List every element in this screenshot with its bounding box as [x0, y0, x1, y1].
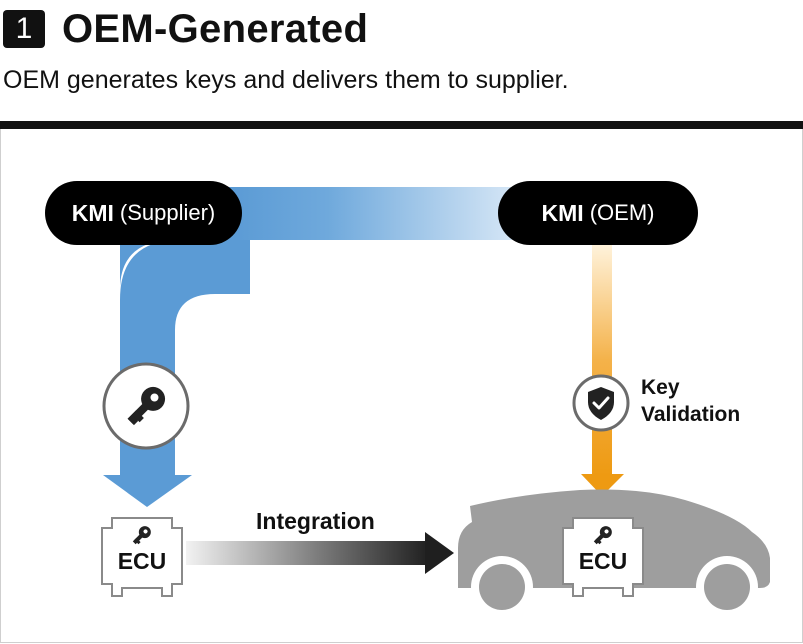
ecu-vehicle-label: ECU: [578, 548, 628, 574]
ecu-vehicle-key-icon: [593, 526, 612, 545]
key-badge: [102, 362, 190, 450]
step-number-badge: 1: [3, 10, 45, 48]
integration-arrow-shaft: [186, 541, 430, 565]
kmi-oem-node: KMI (OEM): [498, 181, 698, 245]
key-validation-line2: Validation: [641, 403, 741, 426]
kmi-supplier-strong: KMI: [71, 199, 114, 226]
validation-badge: [572, 374, 630, 432]
car-wheel-front: [471, 556, 533, 618]
ecu-chip-vehicle: [562, 517, 644, 597]
key-validation-label: Key Validation: [641, 374, 771, 428]
integration-arrow-head: [425, 532, 454, 574]
page-title: OEM-Generated: [62, 7, 369, 51]
ecu-left-label: ECU: [117, 548, 167, 574]
blue-arrow-head: [103, 475, 192, 507]
orange-arrow-head: [581, 474, 624, 496]
kmi-supplier-qualifier: (Supplier): [119, 200, 216, 225]
key-icon: [127, 386, 166, 426]
shield-check-icon: [588, 387, 614, 420]
orange-flow: [592, 244, 612, 476]
integration-label: Integration: [256, 508, 375, 534]
page-subtitle: OEM generates keys and delivers them to …: [3, 66, 569, 94]
kmi-oem-strong: KMI: [541, 199, 584, 226]
car-wheel-rear: [696, 556, 758, 618]
header-divider: [0, 121, 803, 129]
ecu-left-key-icon: [132, 526, 151, 545]
kmi-supplier-node: KMI (Supplier): [45, 181, 242, 245]
key-validation-line1: Key: [641, 376, 680, 399]
kmi-oem-qualifier: (OEM): [589, 200, 655, 225]
ecu-chip-left: [101, 517, 183, 597]
